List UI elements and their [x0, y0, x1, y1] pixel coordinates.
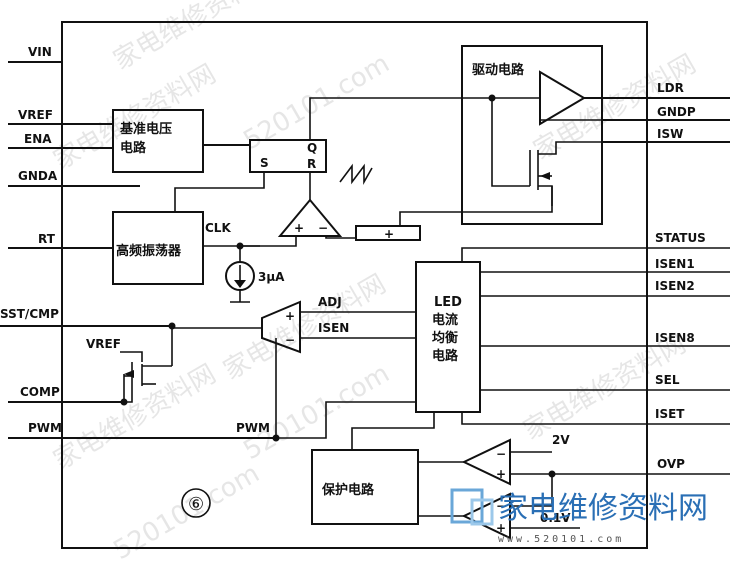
pin-ldr-label: LDR [657, 81, 684, 95]
pin-gndp-label: GNDP [657, 105, 696, 119]
driver-block [461, 45, 603, 225]
led-block-label-line1: LED [434, 295, 462, 310]
pin-isen8-label: ISEN8 [655, 331, 695, 345]
pin-vref-label: VREF [18, 108, 53, 122]
adj-label: ADJ [318, 295, 342, 309]
ref-2v-label: 2V [552, 433, 570, 447]
comparator-minus-sign: − [318, 221, 328, 235]
pin-sel-label: SEL [655, 373, 680, 387]
pin-isw-label: ISW [657, 127, 683, 141]
pin-ovp-label: OVP [657, 457, 685, 471]
figure-number: ⑥ [188, 494, 204, 515]
pin-ena-label: ENA [24, 132, 52, 146]
uvp-comp-plus-sign: + [496, 521, 506, 535]
led-block-label-line2: 电流 [432, 312, 458, 328]
pin-isen1-label: ISEN1 [655, 257, 695, 271]
comparator-plus-sign: + [294, 221, 304, 235]
led-block-label-line3: 均衡 [432, 330, 458, 346]
ovp-comparator [461, 438, 511, 486]
pwm-comparator [277, 198, 343, 237]
logo-url: www.520101.com [498, 534, 624, 545]
driver-block-label: 驱动电路 [472, 62, 525, 78]
ovp-comp-minus-sign: − [496, 447, 506, 461]
oscillator-block [112, 211, 204, 285]
sum-plus-sign: + [384, 227, 394, 241]
flipflop-q-label: Q [307, 141, 317, 155]
uvp-comp-minus-sign: − [496, 499, 506, 513]
pin-status-label: STATUS [655, 231, 706, 245]
current-source-label: 3μA [258, 270, 285, 284]
logo-text: 家电维修资料网 [498, 491, 708, 526]
amp-minus-sign: − [285, 333, 295, 347]
pin-sst-cmp-label: SST/CMP [0, 307, 59, 321]
amp-plus-sign: + [285, 309, 295, 323]
pin-gnda-label: GNDA [18, 169, 58, 183]
pin-vin-label: VIN [28, 45, 52, 59]
reference-voltage-block [112, 109, 204, 173]
isen-label: ISEN [318, 321, 349, 335]
vref-inner-label: VREF [86, 337, 121, 351]
error-amplifier [261, 300, 301, 354]
ramp-symbol [339, 163, 373, 186]
watermark-layer: 家电维修资料网 家电维修资料网 520101.com 家电维修资料网 家电维修资… [49, 0, 702, 564]
driver-buffer [539, 70, 586, 126]
flipflop-r-label: R [307, 157, 316, 171]
uvp-comparator [461, 492, 511, 540]
chip-outline [61, 21, 648, 549]
led-balance-block [415, 261, 481, 413]
led-block-label-line4: 电路 [432, 348, 459, 364]
clk-label: CLK [205, 221, 231, 235]
site-logo: 家电维修资料网 www.520101.com [450, 488, 708, 545]
pin-comp-label: COMP [20, 385, 60, 399]
sr-flipflop [249, 139, 327, 173]
pin-isen2-label: ISEN2 [655, 279, 695, 293]
watermark-text: 家电维修资料网 [49, 359, 222, 476]
pin-pwm-label: PWM [28, 421, 62, 435]
protection-block [311, 449, 419, 525]
reference-block-label-line2: 电路 [120, 140, 147, 156]
reference-block-label-line1: 基准电压 [119, 121, 172, 137]
ovp-comp-plus-sign: + [496, 467, 506, 481]
ramp-sum-block [355, 225, 421, 241]
pin-iset-label: ISET [655, 407, 685, 421]
flipflop-s-label: S [260, 156, 269, 170]
pwm-inner-label: PWM [236, 421, 270, 435]
oscillator-block-label: 高频振荡器 [116, 243, 182, 259]
pin-rt-label: RT [38, 232, 56, 246]
watermark-text: 家电维修资料网 [49, 59, 222, 176]
figure-number-circle [181, 488, 211, 518]
protection-block-label: 保护电路 [321, 482, 375, 498]
junction-dot [120, 398, 128, 406]
ref-01v-label: 0.1V [540, 511, 571, 525]
left-pins: VIN VREF ENA GNDA RT SST/CMP COMP PWM [0, 45, 276, 439]
